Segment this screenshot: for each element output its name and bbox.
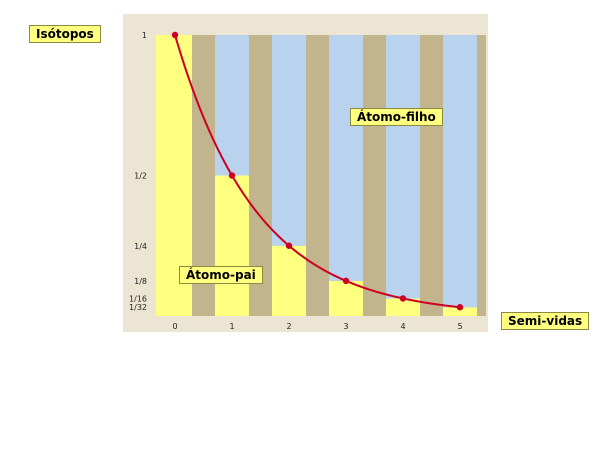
- x-tick-label: 4: [400, 322, 405, 331]
- curve-point-3: [342, 277, 350, 285]
- x-tick-label: 1: [229, 322, 234, 331]
- parent-bar-3: [329, 280, 363, 316]
- parent-bar-4: [386, 298, 420, 316]
- daughter-bar-2: [272, 35, 306, 246]
- y-tick-label: 1: [142, 31, 147, 40]
- y-tick-label: 1/2: [134, 172, 147, 181]
- x-tick-label: 2: [286, 322, 291, 331]
- daughter-bar-5: [443, 35, 477, 308]
- curve-point-5: [456, 304, 464, 311]
- daughter-bar-1: [215, 35, 249, 176]
- daughter-bar-4: [386, 35, 420, 299]
- curve-point-0: [171, 31, 179, 39]
- y-tick-label: 1/32: [129, 303, 147, 312]
- parent-label: Átomo-pai: [179, 266, 263, 284]
- curve-point-2: [285, 242, 293, 249]
- x-axis-label: Semi-vidas: [501, 312, 590, 330]
- y-tick-label: 1/8: [134, 277, 147, 286]
- decay-curve: [174, 34, 461, 309]
- curve-point-1: [228, 172, 236, 179]
- parent-bar-5: [443, 307, 477, 316]
- x-tick-label: 3: [343, 322, 348, 331]
- y-tick-label: 1/4: [134, 242, 147, 251]
- daughter-label: Átomo-filho: [350, 108, 443, 126]
- y-tick-label: 1/16: [129, 294, 147, 303]
- x-tick-label: 0: [172, 322, 177, 331]
- x-tick-label: 5: [457, 322, 462, 331]
- y-axis-label: Isótopos: [29, 25, 101, 43]
- parent-bar-2: [272, 245, 306, 316]
- daughter-bar-3: [329, 35, 363, 281]
- parent-bar-1: [215, 175, 249, 316]
- curve-point-4: [399, 295, 407, 302]
